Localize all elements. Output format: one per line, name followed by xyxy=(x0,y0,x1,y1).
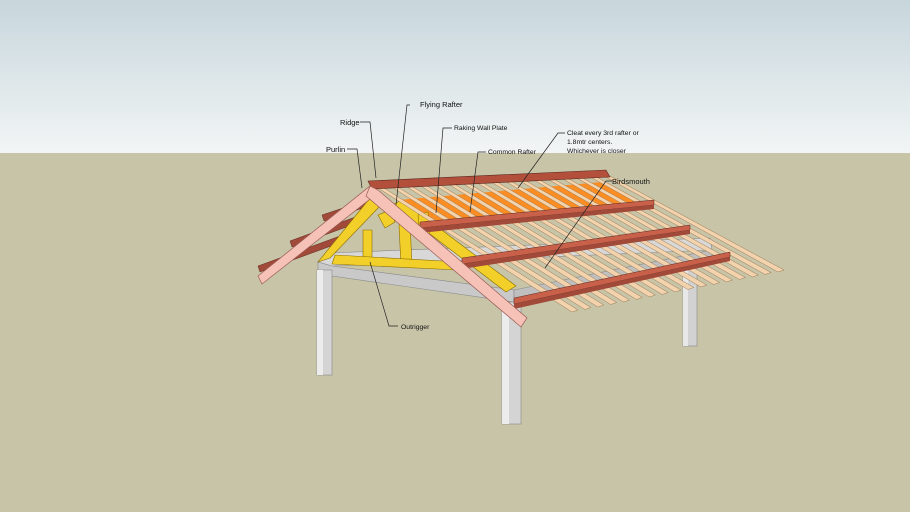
right-purlins xyxy=(419,199,731,309)
purlin-face xyxy=(420,205,654,233)
label-raking-wall-plate: Raking Wall Plate xyxy=(454,125,508,132)
sky xyxy=(0,0,910,153)
label-flying-rafter: Flying Rafter xyxy=(420,100,463,109)
front-posts xyxy=(316,269,522,425)
flying-rafter xyxy=(257,185,528,328)
label-cleat-line1: Cleat every 3rd rafter or xyxy=(567,130,640,137)
purlin-face xyxy=(462,230,690,269)
labels: Ridge Purlin Flying Rafter Raking Wall P… xyxy=(326,100,650,331)
leader-lines xyxy=(347,104,612,327)
label-outrigger: Outrigger xyxy=(401,324,430,331)
label-purlin: Purlin xyxy=(326,145,345,154)
label-birdsmouth: Birdsmouth xyxy=(612,177,650,186)
label-cleat-line3: Whichever is closer xyxy=(567,148,627,155)
purlin-face xyxy=(514,257,730,309)
common-rafters xyxy=(377,175,785,313)
label-common-rafter: Common Rafter xyxy=(488,149,537,156)
label-cleat-line2: 1.8mtr centers. xyxy=(567,139,612,146)
label-ridge: Ridge xyxy=(340,118,360,127)
